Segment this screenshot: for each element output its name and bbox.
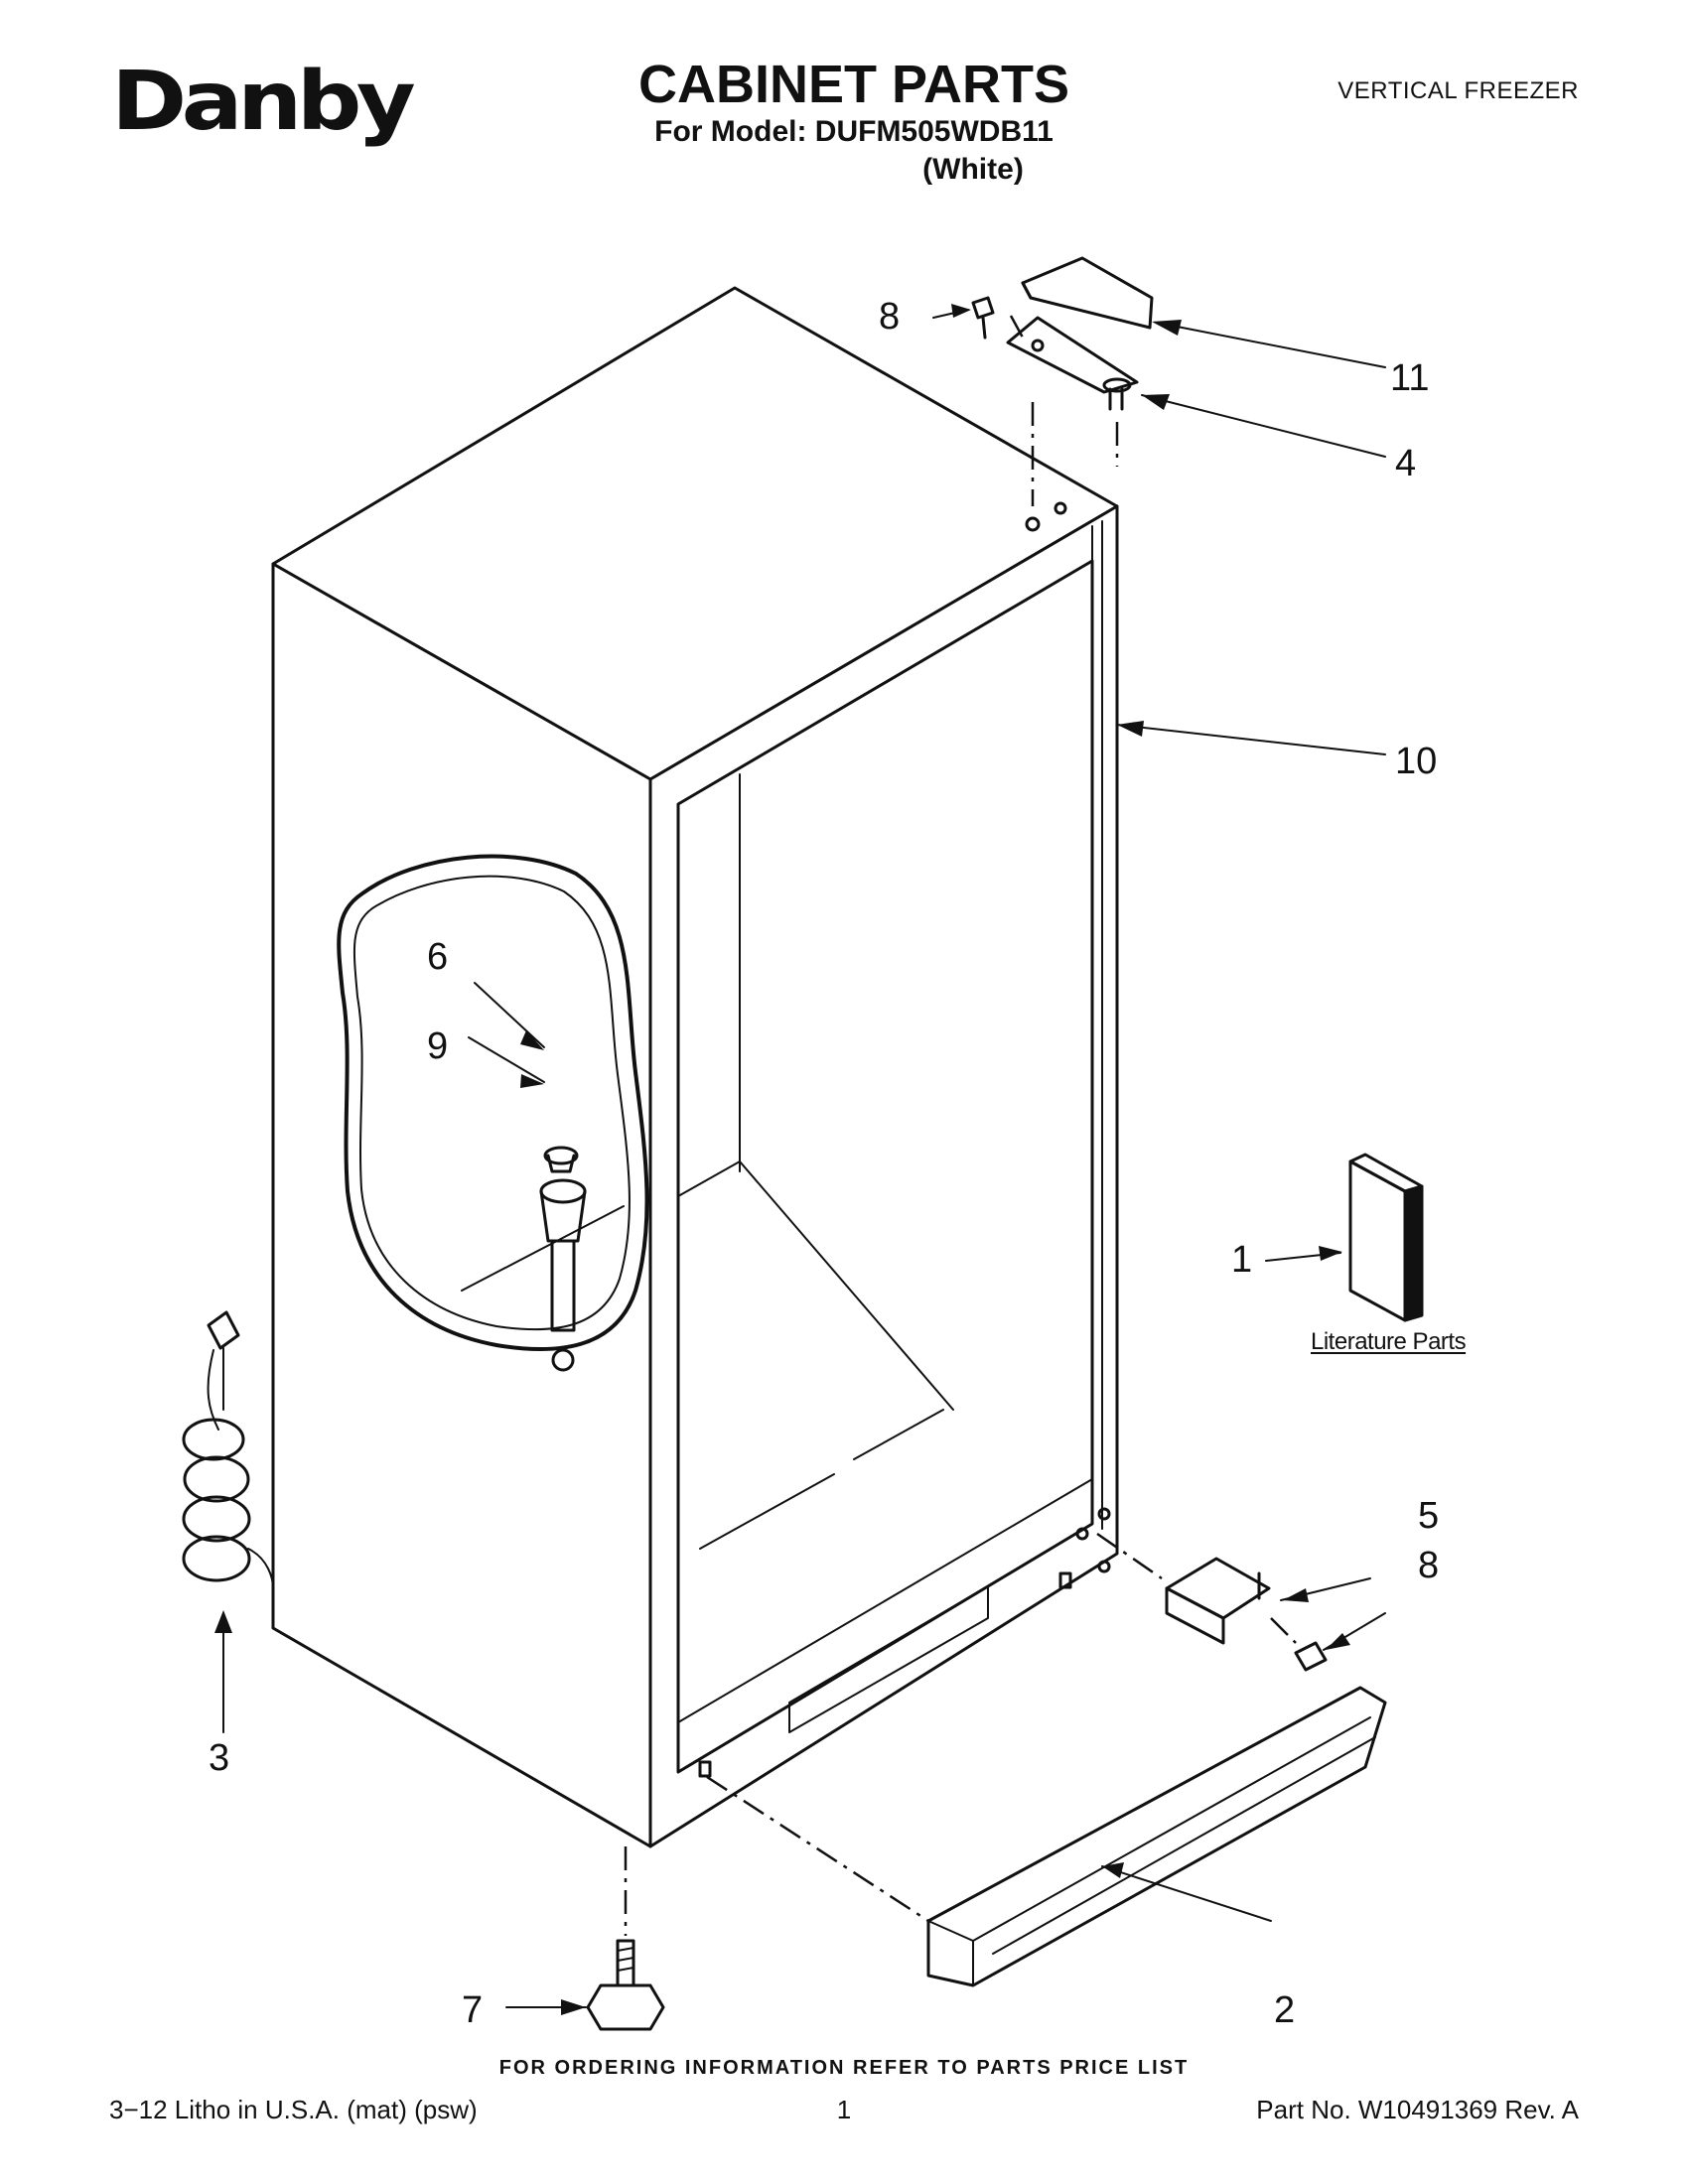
cabinet-side-face — [271, 562, 652, 1848]
footer-print-info: 3−12 Litho in U.S.A. (mat) (psw) — [109, 2095, 478, 2124]
callout-9: 9 — [427, 1025, 449, 1067]
power-cord-part-3 — [207, 1310, 240, 1350]
cabinet-grille-slot — [788, 1585, 989, 1733]
callout-8-bottom: 8 — [1418, 1545, 1440, 1586]
footer-page-number: 1 — [836, 2095, 852, 2124]
brand-logo: Danby — [111, 55, 416, 149]
top-hinge-part-4 — [1006, 316, 1139, 394]
callout-5: 5 — [1418, 1495, 1440, 1537]
callout-10: 10 — [1395, 741, 1438, 782]
product-category: VERTICAL FREEZER — [1337, 77, 1579, 104]
callout-4: 4 — [1395, 443, 1417, 484]
callout-2: 2 — [1274, 1989, 1296, 2031]
literature-parts-label: Literature Parts — [1311, 1328, 1467, 1355]
page-title: CABINET PARTS — [637, 55, 1069, 114]
footer-part-number: Part No. W10491369 Rev. A — [1256, 2095, 1579, 2124]
callout-1: 1 — [1231, 1239, 1253, 1281]
callout-7: 7 — [462, 1989, 484, 2031]
plug-part-6 — [543, 1146, 579, 1165]
hinge-cover-part-11 — [1021, 256, 1154, 330]
screw-part-8-top — [971, 296, 995, 320]
model-line: For Model: DUFM505WDB11 — [654, 115, 1054, 148]
callout-6: 6 — [427, 936, 449, 978]
leveling-leg-part-7 — [586, 1983, 665, 2031]
callout-3: 3 — [209, 1737, 230, 1779]
callout-11: 11 — [1390, 357, 1430, 399]
callout-8-top: 8 — [879, 296, 901, 338]
cutaway-bubble — [337, 854, 649, 1351]
ordering-note: FOR ORDERING INFORMATION REFER TO PARTS … — [498, 2057, 1190, 2079]
screw-part-8-bottom — [1294, 1641, 1328, 1672]
model-variant: (White) — [922, 153, 1024, 186]
